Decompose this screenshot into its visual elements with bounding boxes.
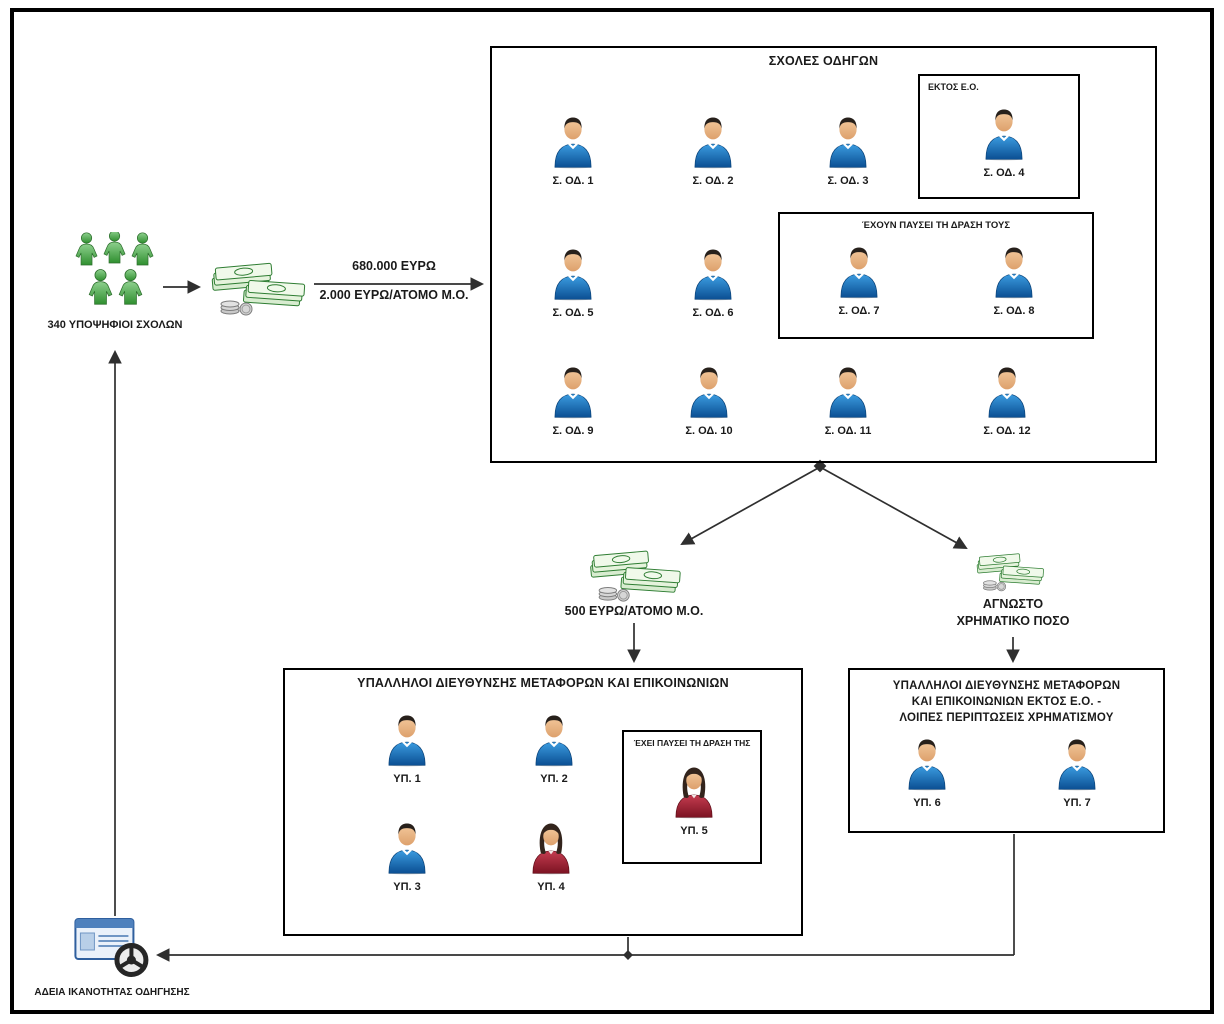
person-label: Σ. ΟΔ. 9 <box>552 425 594 437</box>
person-label: Σ. ΟΔ. 5 <box>552 307 594 319</box>
payment-right-line1: ΑΓΝΩΣΤΟ <box>982 597 1044 611</box>
employees-outside-title-line1: ΥΠΑΛΛΗΛΟΙ ΔΙΕΥΘΥΝΣΗΣ ΜΕΤΑΦΟΡΩΝ <box>892 680 1121 692</box>
outside-eo-label: ΕΚΤΟΣ Ε.Ο. <box>928 82 979 92</box>
person-label: Σ. ΟΔ. 10 <box>685 425 733 437</box>
person-label: Σ. ΟΔ. 11 <box>824 425 872 437</box>
employees-box: ΥΠΑΛΛΗΛΟΙ ΔΙΕΥΘΥΝΣΗΣ ΜΕΤΑΦΟΡΩΝ ΚΑΙ ΕΠΙΚΟ… <box>283 668 803 936</box>
money-stack-icon <box>208 254 308 323</box>
outside-eo-box: ΕΚΤΟΣ Ε.Ο. Σ. ΟΔ. 4 <box>918 74 1080 199</box>
driving-schools-title: ΣΧΟΛΕΣ ΟΔΗΓΩΝ <box>768 54 879 68</box>
person-employee-7: ΥΠ. 7 <box>1017 736 1137 809</box>
male-person-icon <box>822 114 874 174</box>
person-label: ΥΠ. 7 <box>1063 797 1091 809</box>
person-school-2: Σ. ΟΔ. 2 <box>653 114 773 187</box>
male-person-icon <box>547 364 599 424</box>
driving-license-icon <box>72 916 152 983</box>
male-person-icon <box>687 114 739 174</box>
money-left-branch <box>585 542 685 609</box>
male-person-icon <box>687 246 739 306</box>
male-person-icon <box>822 364 874 424</box>
person-employee-5: ΥΠ. 5 <box>634 764 754 837</box>
female-person-icon <box>525 820 577 880</box>
person-label: ΥΠ. 6 <box>913 797 941 809</box>
male-person-icon <box>901 736 953 796</box>
person-school-11: Σ. ΟΔ. 11 <box>788 364 908 437</box>
person-school-8: Σ. ΟΔ. 8 <box>954 244 1074 317</box>
person-school-4: Σ. ΟΔ. 4 <box>944 106 1064 179</box>
person-employee-1: ΥΠ. 1 <box>347 712 467 785</box>
person-school-3: Σ. ΟΔ. 3 <box>788 114 908 187</box>
male-person-icon <box>833 244 885 304</box>
person-label: ΥΠ. 5 <box>680 825 708 837</box>
male-person-icon <box>978 106 1030 166</box>
male-person-icon <box>981 364 1033 424</box>
person-label: Σ. ΟΔ. 12 <box>983 425 1031 437</box>
person-label: ΥΠ. 2 <box>540 773 568 785</box>
person-school-5: Σ. ΟΔ. 5 <box>513 246 633 319</box>
candidates-group-icon <box>67 232 162 315</box>
payment-left-label: 500 ΕΥΡΩ/ΑΤΟΜΟ Μ.Ο. <box>564 604 704 618</box>
schools-ceased-box: ΈΧΟΥΝ ΠΑΥΣΕΙ ΤΗ ΔΡΑΣΗ ΤΟΥΣ Σ. ΟΔ. 7 Σ. Ο… <box>778 212 1094 339</box>
driving-license-label: ΑΔΕΙΑ ΙΚΑΝΟΤΗΤΑΣ ΟΔΗΓΗΣΗΣ <box>34 987 190 998</box>
male-person-icon <box>381 712 433 772</box>
male-person-icon <box>547 114 599 174</box>
schools-ceased-label: ΈΧΟΥΝ ΠΑΥΣΕΙ ΤΗ ΔΡΑΣΗ ΤΟΥΣ <box>861 220 1011 231</box>
payment-right-line2: ΧΡΗΜΑΤΙΚΟ ΠΟΣΟ <box>956 614 1070 628</box>
person-label: ΥΠ. 1 <box>393 773 421 785</box>
employees-outside-title: ΥΠΑΛΛΗΛΟΙ ΔΙΕΥΘΥΝΣΗΣ ΜΕΤΑΦΟΡΩΝ ΚΑΙ ΕΠΙΚΟ… <box>850 670 1163 726</box>
male-person-icon <box>683 364 735 424</box>
person-label: Σ. ΟΔ. 6 <box>692 307 734 319</box>
payment-right-label: ΑΓΝΩΣΤΟ ΧΡΗΜΑΤΙΚΟ ΠΟΣΟ <box>957 596 1070 630</box>
employee-ceased-box: ΈΧΕΙ ΠΑΥΣΕΙ ΤΗ ΔΡΑΣΗ ΤΗΣ ΥΠ. 5 <box>622 730 762 864</box>
person-employee-6: ΥΠ. 6 <box>867 736 987 809</box>
person-label: Σ. ΟΔ. 4 <box>983 167 1025 179</box>
candidates-group: 340 ΥΠΟΨΗΦΙΟΙ ΣΧΟΛΩΝ <box>47 232 183 331</box>
person-label: Σ. ΟΔ. 3 <box>827 175 869 187</box>
employees-outside-title-line3: ΛΟΙΠΕΣ ΠΕΡΙΠΤΩΣΕΙΣ ΧΡΗΜΑΤΙΣΜΟΥ <box>899 712 1114 724</box>
person-label: ΥΠ. 4 <box>537 881 565 893</box>
employees-outside-box: ΥΠΑΛΛΗΛΟΙ ΔΙΕΥΘΥΝΣΗΣ ΜΕΤΑΦΟΡΩΝ ΚΑΙ ΕΠΙΚΟ… <box>848 668 1165 833</box>
money-to-schools <box>208 254 308 323</box>
person-school-6: Σ. ΟΔ. 6 <box>653 246 773 319</box>
employees-box-title: ΥΠΑΛΛΗΛΟΙ ΔΙΕΥΘΥΝΣΗΣ ΜΕΤΑΦΟΡΩΝ ΚΑΙ ΕΠΙΚΟ… <box>357 676 729 690</box>
male-person-icon <box>381 820 433 880</box>
person-school-12: Σ. ΟΔ. 12 <box>947 364 1067 437</box>
person-label: Σ. ΟΔ. 7 <box>838 305 880 317</box>
money-stack-icon <box>585 542 685 609</box>
person-label: Σ. ΟΔ. 8 <box>993 305 1035 317</box>
person-school-10: Σ. ΟΔ. 10 <box>649 364 769 437</box>
person-label: ΥΠ. 3 <box>393 881 421 893</box>
driving-license: ΑΔΕΙΑ ΙΚΑΝΟΤΗΤΑΣ ΟΔΗΓΗΣΗΣ <box>34 916 190 998</box>
payment-per-person-label: 2.000 ΕΥΡΩ/ΑΤΟΜΟ Μ.Ο. <box>319 288 469 302</box>
candidates-label: 340 ΥΠΟΨΗΦΙΟΙ ΣΧΟΛΩΝ <box>47 319 183 331</box>
payment-total-label: 680.000 ΕΥΡΩ <box>352 259 436 273</box>
person-employee-3: ΥΠ. 3 <box>347 820 467 893</box>
person-school-9: Σ. ΟΔ. 9 <box>513 364 633 437</box>
outer-frame <box>10 8 1214 1014</box>
person-school-7: Σ. ΟΔ. 7 <box>799 244 919 317</box>
driving-schools-box: ΣΧΟΛΕΣ ΟΔΗΓΩΝ Σ. ΟΔ. 1 Σ. ΟΔ. 2 Σ. ΟΔ. 3… <box>490 46 1157 463</box>
male-person-icon <box>547 246 599 306</box>
money-stack-icon <box>974 547 1046 598</box>
person-label: Σ. ΟΔ. 1 <box>552 175 594 187</box>
male-person-icon <box>528 712 580 772</box>
male-person-icon <box>1051 736 1103 796</box>
employees-outside-title-line2: ΚΑΙ ΕΠΙΚΟΙΝΩΝΙΩΝ ΕΚΤΟΣ Ε.Ο. - <box>911 696 1102 708</box>
person-employee-2: ΥΠ. 2 <box>494 712 614 785</box>
person-employee-4: ΥΠ. 4 <box>491 820 611 893</box>
female-person-icon <box>668 764 720 824</box>
employee-ceased-label: ΈΧΕΙ ΠΑΥΣΕΙ ΤΗ ΔΡΑΣΗ ΤΗΣ <box>633 738 751 748</box>
person-school-1: Σ. ΟΔ. 1 <box>513 114 633 187</box>
male-person-icon <box>988 244 1040 304</box>
person-label: Σ. ΟΔ. 2 <box>692 175 734 187</box>
money-right-branch <box>974 547 1046 598</box>
